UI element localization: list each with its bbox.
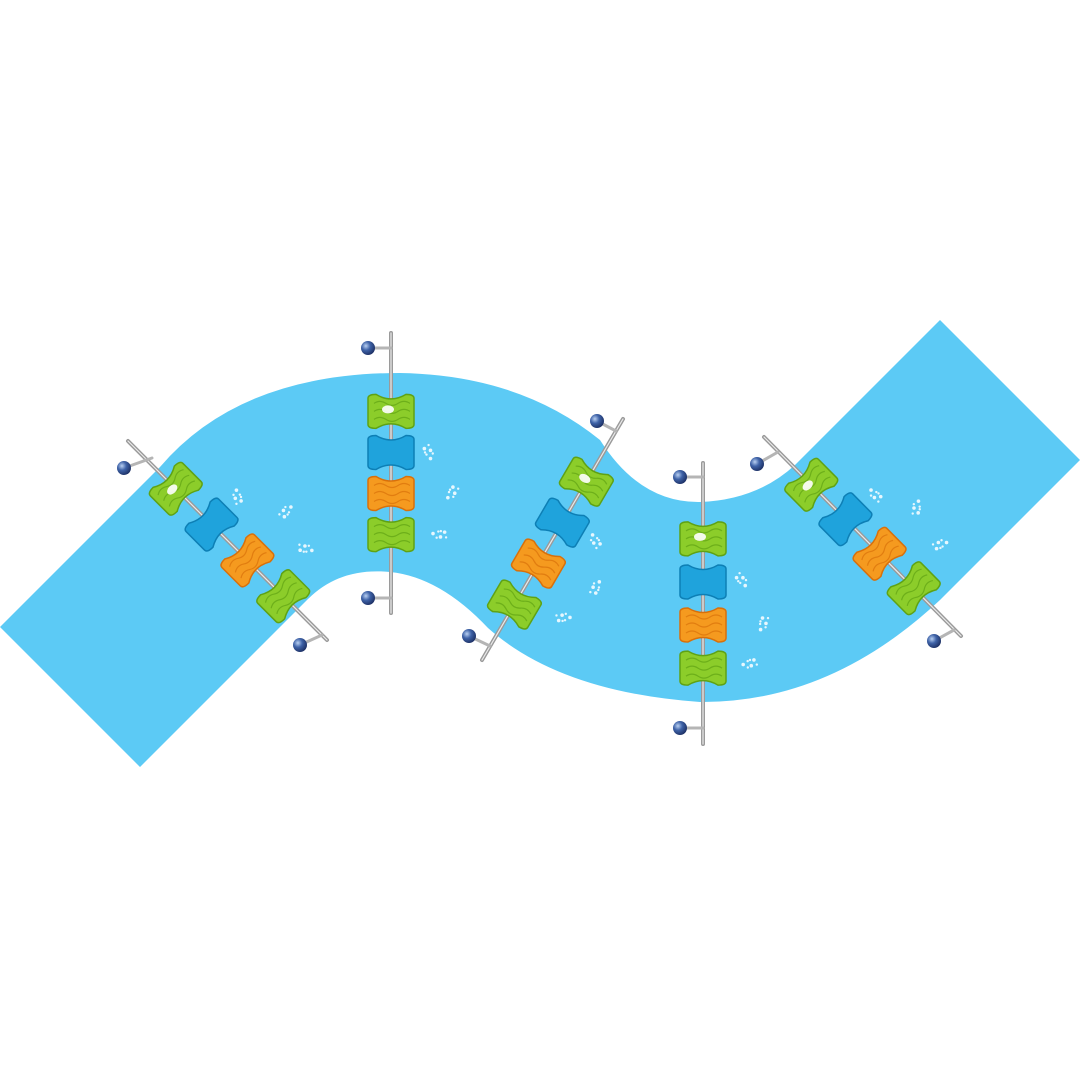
water-splash-icon bbox=[278, 505, 293, 519]
float-blue-icon bbox=[367, 434, 415, 471]
water-splash-icon bbox=[931, 539, 949, 551]
lane-station-2 bbox=[361, 331, 415, 615]
water-splash-icon bbox=[232, 488, 243, 506]
wall-anchor-icon bbox=[462, 629, 492, 648]
lane-station-1 bbox=[117, 439, 329, 652]
lane-rope-stations bbox=[117, 331, 963, 746]
water-splash-icon bbox=[741, 658, 759, 669]
water-splash-icon bbox=[911, 499, 921, 515]
float-green-icon bbox=[886, 561, 941, 616]
float-green-icon bbox=[367, 516, 415, 553]
lane-station-4 bbox=[673, 461, 727, 746]
lane-station-3 bbox=[462, 414, 625, 662]
water-splashes bbox=[232, 443, 949, 669]
float-orange-icon bbox=[679, 607, 727, 643]
float-green-icon bbox=[367, 393, 415, 430]
wall-anchor-icon bbox=[673, 470, 705, 484]
float-green-icon bbox=[679, 521, 727, 557]
float-green-icon bbox=[679, 650, 727, 686]
water-splash-icon bbox=[422, 443, 434, 461]
water-splash-icon bbox=[555, 612, 572, 623]
water-splash-icon bbox=[446, 485, 460, 500]
wall-anchor-icon bbox=[293, 633, 324, 652]
float-green-icon bbox=[784, 457, 839, 512]
lane-station-5 bbox=[750, 435, 963, 648]
water-splash-icon bbox=[589, 580, 602, 595]
wall-anchor-icon bbox=[673, 721, 705, 735]
float-blue-icon bbox=[534, 497, 590, 548]
water-splash-icon bbox=[869, 488, 883, 503]
wall-anchor-icon bbox=[117, 456, 154, 475]
wall-anchor-icon bbox=[927, 628, 956, 648]
wall-anchor-icon bbox=[750, 450, 780, 471]
float-blue-icon bbox=[184, 497, 239, 552]
float-blue-icon bbox=[679, 564, 727, 600]
water-splash-icon bbox=[758, 616, 770, 632]
wall-anchor-icon bbox=[361, 591, 393, 605]
water-splash-icon bbox=[734, 571, 748, 588]
water-splash-icon bbox=[589, 533, 602, 550]
float-green-icon bbox=[486, 579, 543, 630]
water-splash-icon bbox=[298, 543, 314, 553]
wall-anchor-icon bbox=[590, 414, 618, 433]
float-orange-icon bbox=[367, 475, 415, 512]
float-green-icon bbox=[558, 456, 614, 507]
float-orange-icon bbox=[510, 538, 567, 589]
float-green-icon bbox=[148, 461, 203, 516]
water-channel bbox=[0, 320, 1080, 767]
float-orange-icon bbox=[852, 526, 907, 581]
wall-anchor-icon bbox=[361, 341, 393, 355]
float-green-icon bbox=[256, 569, 311, 624]
water-splash-icon bbox=[431, 529, 448, 539]
float-blue-icon bbox=[818, 492, 873, 547]
float-orange-icon bbox=[220, 533, 275, 588]
